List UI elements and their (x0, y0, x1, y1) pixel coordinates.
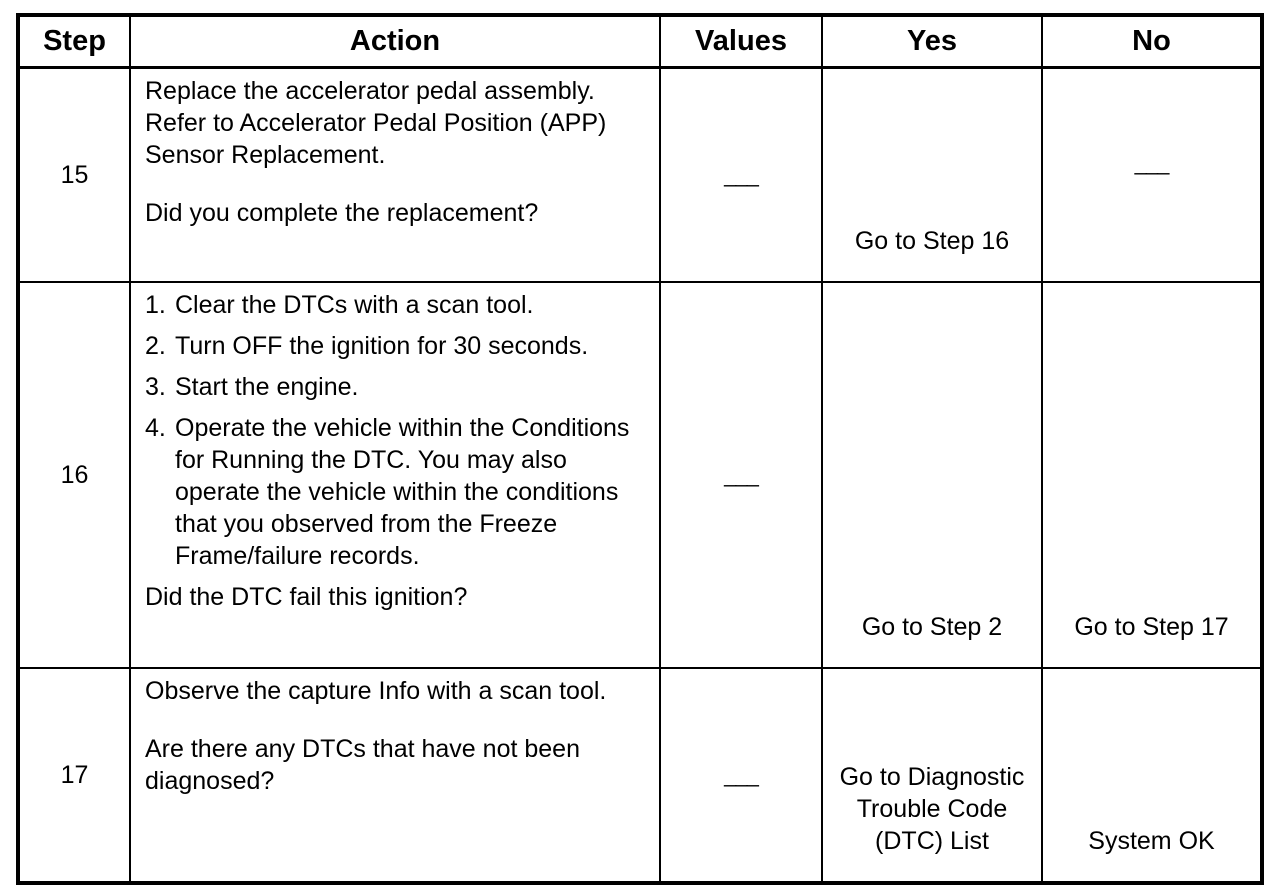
action-cell: Replace the accelerator pedal assembly. … (129, 66, 661, 283)
step-number: 17 (17, 667, 131, 884)
action-text: Replace the accelerator pedal assembly. … (145, 77, 607, 169)
list-item-number: 1. (145, 291, 166, 319)
values-cell: ___ (659, 66, 823, 283)
action-question: Did you complete the replacement? (145, 199, 539, 227)
table-row: 15 Replace the accelerator pedal assembl… (17, 66, 1263, 283)
list-item: 1. Clear the DTCs with a scan tool. (145, 289, 647, 321)
header-no: No (1041, 14, 1263, 69)
no-cell: ___ (1041, 66, 1263, 283)
action-cell: Observe the capture Info with a scan too… (129, 667, 661, 884)
values-cell: ___ (659, 667, 823, 884)
list-item-text: Start the engine. (175, 373, 359, 401)
list-item: 2. Turn OFF the ignition for 30 seconds. (145, 330, 647, 362)
action-steps-list: 1. Clear the DTCs with a scan tool. 2. Tur… (145, 289, 647, 572)
list-item: 4. Operate the vehicle within the Conditi… (145, 412, 647, 572)
action-question: Are there any DTCs that have not been di… (145, 735, 580, 795)
table-row: 17 Observe the capture Info with a scan … (17, 667, 1263, 884)
yes-cell: Go to Diagnostic Trouble Code (DTC) List (821, 667, 1043, 884)
yes-cell: Go to Step 2 (821, 281, 1043, 669)
header-values: Values (659, 14, 823, 69)
list-item-number: 3. (145, 373, 166, 401)
list-item-number: 4. (145, 414, 166, 442)
action-text: Observe the capture Info with a scan too… (145, 677, 607, 705)
action-question: Did the DTC fail this ignition? (145, 583, 468, 611)
list-item-text: Operate the vehicle within the Condition… (175, 414, 630, 570)
header-row: Step Action Values Yes No (17, 14, 1263, 69)
header-step: Step (17, 14, 131, 69)
list-item-text: Turn OFF the ignition for 30 seconds. (175, 332, 589, 360)
diagnostic-table: Step Action Values Yes No 15 Replace the… (16, 13, 1264, 885)
list-item-number: 2. (145, 332, 166, 360)
table-row: 16 1. Clear the DTCs with a scan tool. 2.… (17, 281, 1263, 669)
values-cell: ___ (659, 281, 823, 669)
no-cell: Go to Step 17 (1041, 281, 1263, 669)
step-number: 15 (17, 66, 131, 283)
header-action: Action (129, 14, 661, 69)
list-item-text: Clear the DTCs with a scan tool. (175, 291, 534, 319)
header-yes: Yes (821, 14, 1043, 69)
yes-cell: Go to Step 16 (821, 66, 1043, 283)
step-number: 16 (17, 281, 131, 669)
no-cell: System OK (1041, 667, 1263, 884)
list-item: 3. Start the engine. (145, 371, 647, 403)
action-cell: 1. Clear the DTCs with a scan tool. 2. Tur… (129, 281, 661, 669)
